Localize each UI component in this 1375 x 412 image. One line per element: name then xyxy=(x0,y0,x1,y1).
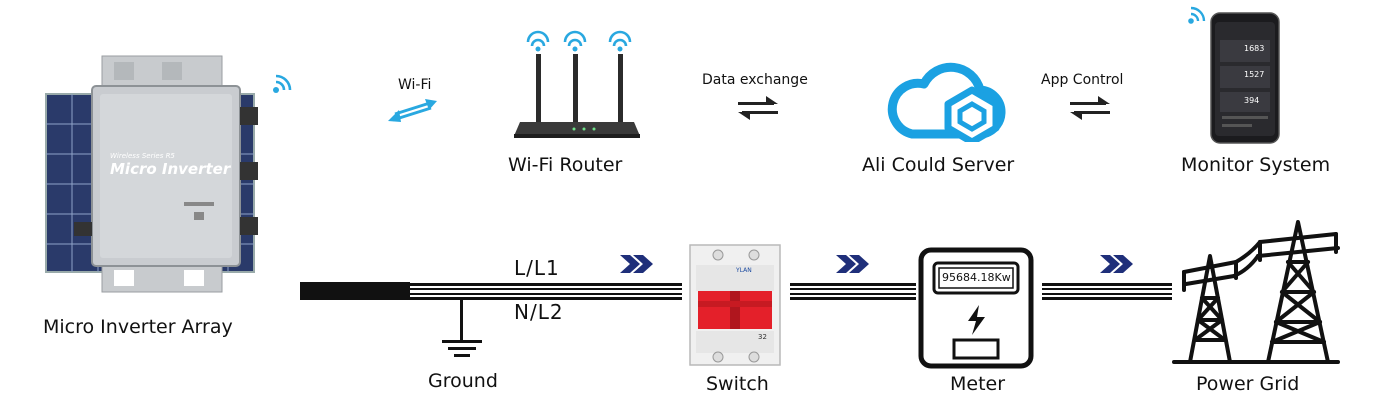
line-wire-label: L/L1 xyxy=(514,256,560,280)
data-exchange-label: Data exchange xyxy=(702,72,808,88)
aliyun-logo-icon xyxy=(944,86,1000,142)
inverter-housing xyxy=(74,55,258,293)
micro-inverter-illustration xyxy=(45,55,258,293)
monitor-system-label: Monitor System xyxy=(1181,154,1331,176)
power-grid-label: Power Grid xyxy=(1196,373,1300,395)
meter-display-value: 95684.18Kw xyxy=(942,271,1011,284)
switch-brand-text: YLAN xyxy=(736,267,752,274)
flow-chevron-icon-1 xyxy=(620,255,653,273)
lightning-icon xyxy=(968,305,985,335)
flow-chevron-icon-3 xyxy=(1100,255,1133,273)
phone-reading-1: 1683 xyxy=(1244,44,1265,53)
transmission-tower-icon xyxy=(1172,220,1340,364)
inverter-brand-text: Wireless Series R5 xyxy=(110,152,175,160)
wifi-router-label: Wi-Fi Router xyxy=(508,154,623,176)
cloud-server xyxy=(876,56,1006,142)
cloud-server-label: Ali Could Server xyxy=(862,154,1015,176)
phone-reading-3: 394 xyxy=(1244,96,1260,105)
ground-label: Ground xyxy=(428,370,498,392)
inverter-title-text: Micro Inverter xyxy=(110,160,231,178)
cloud-icon xyxy=(887,62,1006,139)
neutral-wire-label: N/L2 xyxy=(514,300,564,324)
wifi-link-label: Wi-Fi xyxy=(398,77,432,93)
ground-symbol-icon xyxy=(442,340,482,357)
power-grid-tower xyxy=(1172,212,1340,368)
micro-inverter-array: Wireless Series R5 Micro Inverter xyxy=(44,52,269,294)
data-exchange-arrows-icon xyxy=(736,96,780,120)
flow-chevron-icon-2 xyxy=(836,255,869,273)
meter-label: Meter xyxy=(950,373,1006,395)
router-signal-icons xyxy=(526,30,632,47)
circuit-breaker-switch: YLAN 32 xyxy=(688,243,782,367)
wifi-signal-phone-icon xyxy=(1186,2,1210,26)
switch-label: Switch xyxy=(706,373,769,395)
energy-meter: 95684.18Kw xyxy=(918,247,1034,369)
app-control-arrows-icon xyxy=(1068,96,1112,120)
switch-rating-text: 32 xyxy=(758,333,767,341)
micro-inverter-array-label: Micro Inverter Array xyxy=(43,316,233,338)
phone-reading-2: 1527 xyxy=(1244,70,1265,79)
app-control-label: App Control xyxy=(1041,72,1124,88)
wifi-signal-icon xyxy=(270,70,296,96)
wifi-exchange-arrows-icon xyxy=(385,96,441,124)
monitor-phone: 1683 1527 394 xyxy=(1210,12,1280,144)
wifi-router xyxy=(512,30,642,142)
